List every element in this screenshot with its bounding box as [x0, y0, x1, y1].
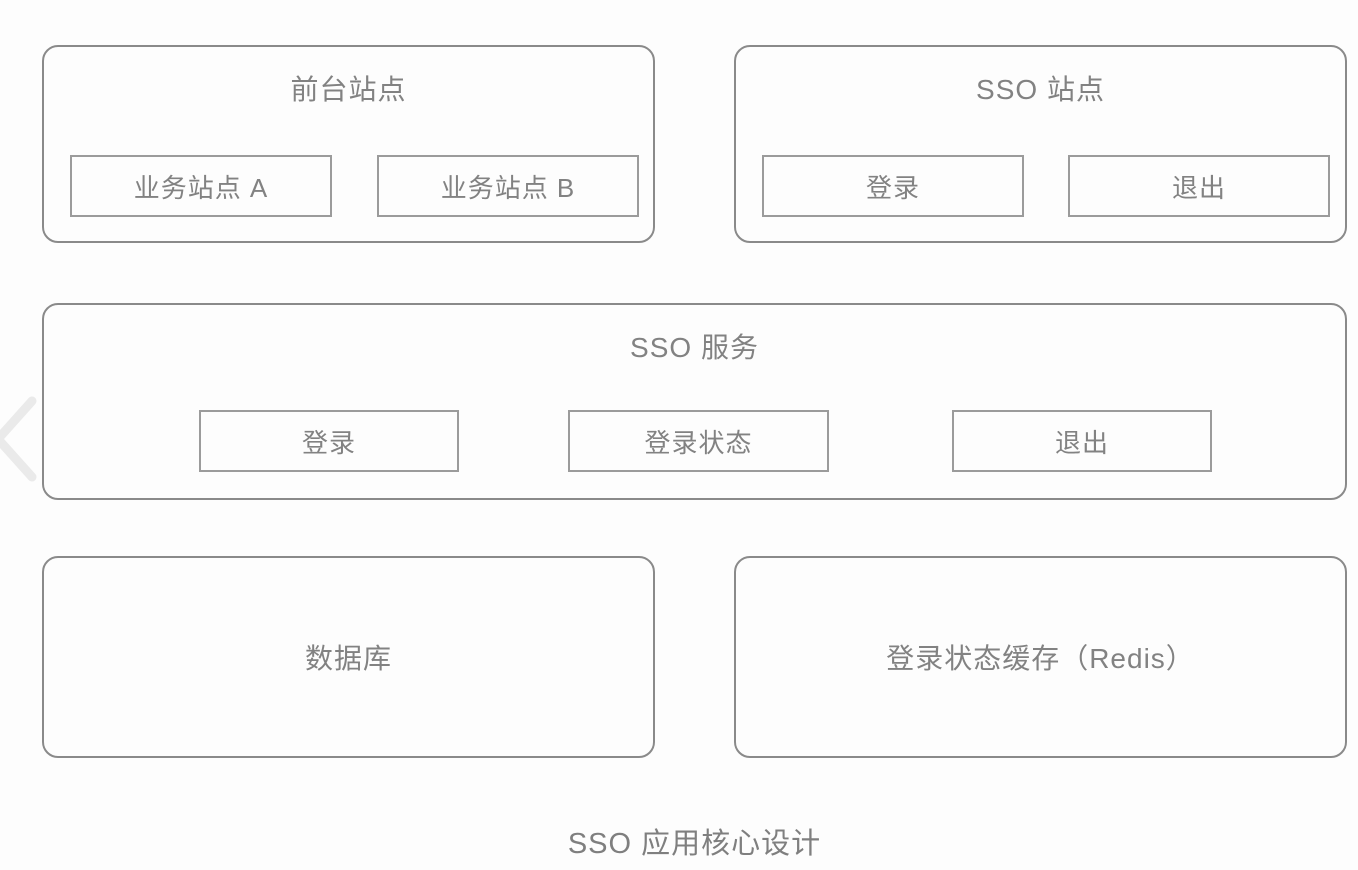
node-sso-site-login: 登录	[762, 155, 1024, 217]
group-redis-cache: 登录状态缓存（Redis）	[734, 556, 1347, 758]
node-sso-site-logout: 退出	[1068, 155, 1330, 217]
chevron-left-icon[interactable]	[0, 396, 38, 482]
group-frontend-sites: 前台站点 业务站点 A 业务站点 B	[42, 45, 655, 243]
group-sso-site-title: SSO 站点	[976, 74, 1105, 105]
group-frontend-title: 前台站点	[290, 74, 407, 105]
group-database-title: 数据库	[304, 643, 392, 674]
group-redis-cache-title: 登录状态缓存（Redis）	[886, 643, 1195, 674]
group-sso-service-title: SSO 服务	[630, 332, 759, 363]
group-sso-service: SSO 服务 登录 登录状态 退出	[42, 303, 1347, 500]
node-business-site-b: 业务站点 B	[377, 155, 639, 217]
node-business-site-a: 业务站点 A	[70, 155, 332, 217]
group-database: 数据库	[42, 556, 655, 758]
node-sso-service-logout: 退出	[952, 410, 1212, 472]
diagram-caption: SSO 应用核心设计	[567, 828, 822, 860]
node-sso-service-login: 登录	[199, 410, 459, 472]
group-sso-site: SSO 站点 登录 退出	[734, 45, 1347, 243]
node-sso-service-login-status: 登录状态	[568, 410, 829, 472]
